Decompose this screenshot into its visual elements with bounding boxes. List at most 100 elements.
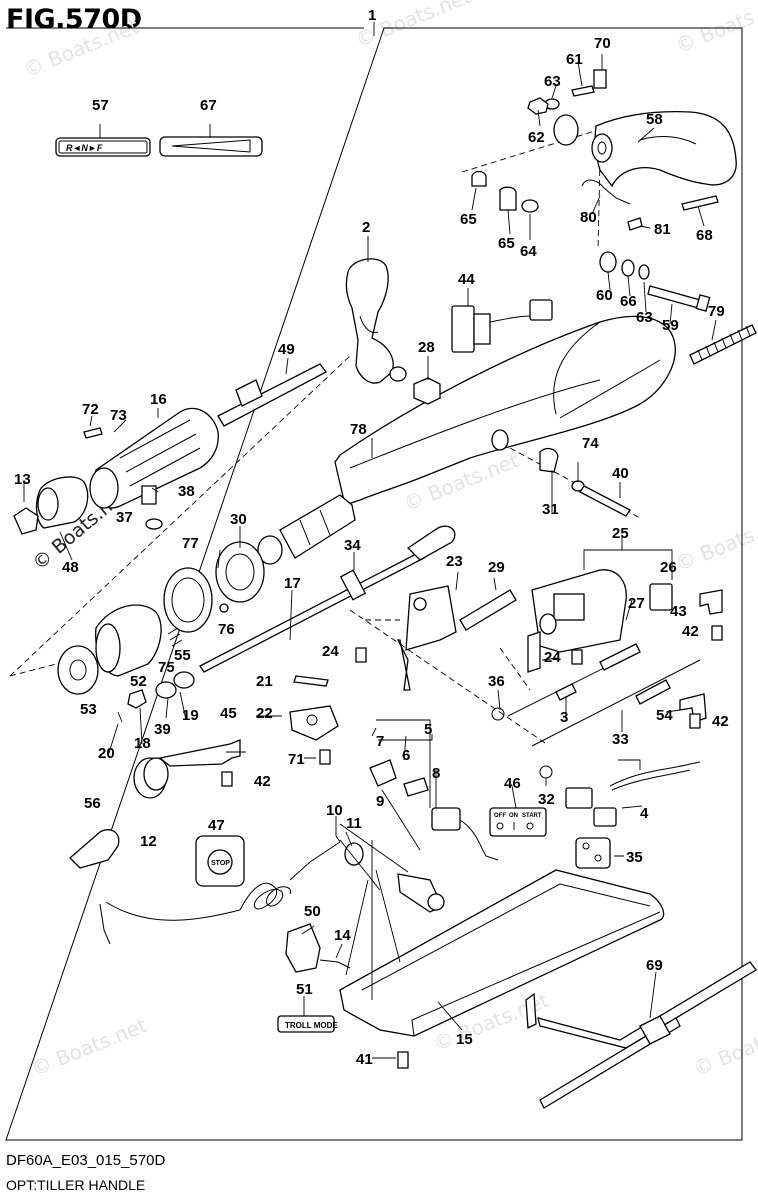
throttle-drum	[163, 567, 213, 633]
tiller-bracket	[553, 110, 737, 188]
throttle-wedge-plate	[159, 136, 263, 157]
key	[403, 777, 429, 797]
o-ring	[155, 681, 177, 699]
callout-12: 12	[140, 833, 157, 850]
screw	[319, 749, 331, 765]
callout-61: 61	[566, 51, 583, 68]
throttle-link	[217, 363, 327, 427]
callout-39: 39	[154, 721, 171, 738]
callout-38: 38	[178, 483, 195, 500]
callout-numbers: 1 2 3 4 5 6 7 8 9 10 11 12 13 14 15 16 1…	[14, 7, 729, 1068]
switch-connector	[451, 299, 553, 353]
screw	[397, 1051, 409, 1069]
bolt	[681, 195, 719, 211]
screw	[689, 713, 701, 729]
callout-65b: 65	[498, 235, 515, 252]
callout-14: 14	[334, 927, 351, 944]
callout-28: 28	[418, 339, 435, 356]
shift-cable	[507, 643, 641, 717]
callout-6: 6	[402, 747, 410, 764]
grip-end-cap	[13, 476, 89, 535]
callout-66: 66	[620, 293, 637, 310]
callout-56: 56	[84, 795, 101, 812]
callout-26: 26	[660, 559, 677, 576]
friction-disc	[215, 541, 265, 603]
callout-48: 48	[62, 559, 79, 576]
callout-42c: 42	[254, 773, 271, 790]
pin	[593, 69, 607, 89]
screw	[221, 771, 233, 787]
washer	[145, 518, 163, 530]
screw	[571, 649, 583, 665]
grommet	[344, 842, 364, 866]
wiring-harness	[565, 761, 701, 827]
callout-36: 36	[488, 673, 505, 690]
callout-73: 73	[110, 407, 127, 424]
switch-on-text: ON	[509, 813, 518, 819]
stop-text: STOP	[211, 860, 230, 867]
callout-47: 47	[208, 817, 225, 834]
callout-13: 13	[14, 471, 31, 488]
bracket	[699, 589, 723, 615]
callout-60: 60	[596, 287, 613, 304]
callout-67: 67	[200, 97, 217, 114]
callout-30: 30	[230, 511, 247, 528]
link-rod	[293, 675, 329, 687]
switch-cap	[369, 759, 397, 787]
callout-81: 81	[654, 221, 671, 238]
clip	[581, 179, 631, 205]
screw	[141, 485, 157, 505]
friction-knob	[133, 757, 169, 799]
callout-76: 76	[218, 621, 235, 638]
cam	[289, 705, 339, 741]
callout-63b: 63	[636, 309, 653, 326]
callout-17: 17	[284, 575, 301, 592]
callout-75: 75	[158, 659, 175, 676]
stop-clip	[69, 829, 120, 869]
callout-77: 77	[182, 535, 199, 552]
nut	[527, 97, 549, 115]
switch-start-text: START	[522, 813, 542, 819]
friction-spring	[689, 324, 757, 365]
callout-49: 49	[278, 341, 295, 358]
callout-42a: 42	[682, 623, 699, 640]
callout-15: 15	[456, 1031, 473, 1048]
bolt	[571, 85, 595, 97]
grip-housing	[95, 604, 162, 677]
callout-71: 71	[288, 751, 305, 768]
callout-40: 40	[612, 465, 629, 482]
leader-lines	[23, 54, 717, 1059]
screw	[219, 603, 229, 613]
plate	[575, 837, 611, 869]
callout-72: 72	[82, 401, 99, 418]
shift-label-text: R◄N►F	[66, 143, 103, 153]
callout-62: 62	[528, 129, 545, 146]
washer	[638, 264, 650, 280]
callout-33: 33	[612, 731, 629, 748]
nut	[413, 377, 441, 405]
callout-59: 59	[662, 317, 679, 334]
shift-lever	[345, 258, 407, 384]
callout-65a: 65	[460, 211, 477, 228]
callout-32: 32	[538, 791, 555, 808]
shift-lever-plate	[396, 585, 517, 691]
callout-35: 35	[626, 849, 643, 866]
callout-23: 23	[446, 553, 463, 570]
callout-74: 74	[582, 435, 599, 452]
callout-52: 52	[130, 673, 147, 690]
tiller-extension	[525, 961, 757, 1109]
callout-45: 45	[220, 705, 237, 722]
pin	[117, 711, 123, 723]
callout-24a: 24	[322, 643, 339, 660]
bolt	[579, 485, 631, 517]
switch-label-plate: OFF ON START	[489, 807, 547, 837]
callout-7: 7	[376, 733, 384, 750]
bolt	[627, 217, 643, 231]
shift-label-plate: R◄N►F	[55, 137, 151, 157]
callout-25: 25	[612, 525, 629, 542]
callout-9: 9	[376, 793, 384, 810]
grommet	[539, 447, 559, 473]
bushing	[173, 671, 195, 689]
screw	[711, 625, 723, 641]
